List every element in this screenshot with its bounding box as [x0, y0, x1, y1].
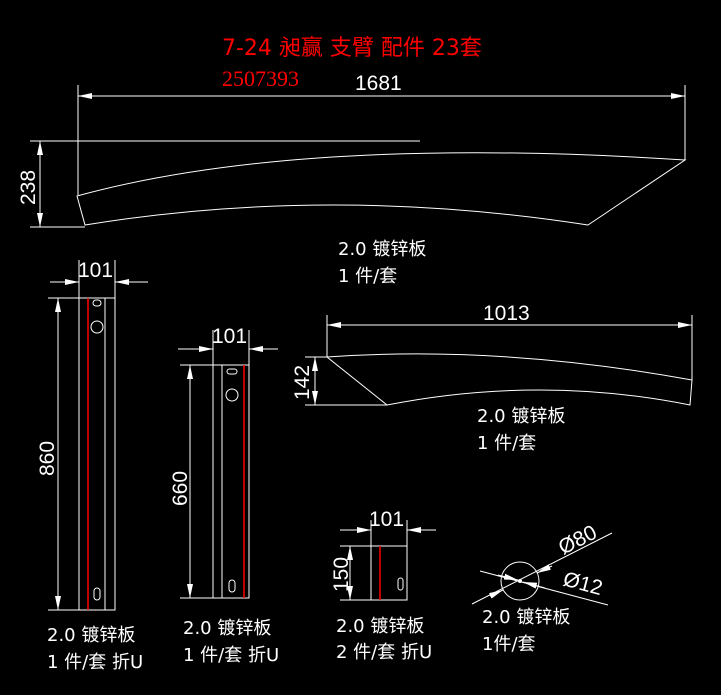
part-strip-660: 101 660 2.0 镀锌板 1 件/套 折U	[169, 325, 279, 666]
dim-101: 101	[78, 259, 113, 282]
material-label: 2.0 镀锌板	[336, 616, 424, 637]
quantity-label: 1 件/套 折U	[47, 652, 143, 673]
dim-860: 860	[36, 441, 59, 476]
quantity-label: 1件/套	[482, 634, 536, 655]
part-short-piece: 101 150 2.0 镀锌板 2 件/套 折U	[330, 508, 436, 663]
dim-142: 142	[291, 365, 314, 400]
quantity-label: 2 件/套 折U	[336, 642, 432, 663]
part-washer: Ø80 Ø12 2.0 镀锌板 1件/套	[471, 521, 613, 655]
dim-101: 101	[369, 508, 404, 531]
quantity-label: 1 件/套	[338, 266, 397, 287]
dim-1681: 1681	[355, 72, 402, 95]
quantity-label: 1 件/套 折U	[183, 645, 279, 666]
dim-1013: 1013	[483, 302, 530, 325]
drawing-title: 7-24 昶赢 支臂 配件 23套	[222, 36, 482, 61]
material-label: 2.0 镀锌板	[183, 618, 271, 639]
part-short-arm: 1013 142 2.0 镀锌板 1 件/套	[291, 302, 693, 454]
dim-238: 238	[17, 170, 40, 205]
dim-diameter-12: Ø12	[561, 568, 605, 600]
material-label: 2.0 镀锌板	[477, 406, 565, 427]
dim-150: 150	[330, 557, 353, 592]
dim-660: 660	[169, 471, 192, 506]
dim-101: 101	[212, 325, 247, 348]
material-label: 2.0 镀锌板	[482, 607, 570, 628]
part-long-arm: 1681 238 2.0 镀锌板 1 件/套	[17, 72, 687, 287]
material-label: 2.0 镀锌板	[47, 625, 135, 646]
material-label: 2.0 镀锌板	[338, 239, 426, 260]
drawing-code: 2507393	[222, 66, 299, 91]
dim-diameter-80: Ø80	[555, 521, 601, 560]
quantity-label: 1 件/套	[477, 433, 536, 454]
part-strip-860: 101 860 2.0 镀锌板 1 件/套 折U	[36, 259, 148, 673]
